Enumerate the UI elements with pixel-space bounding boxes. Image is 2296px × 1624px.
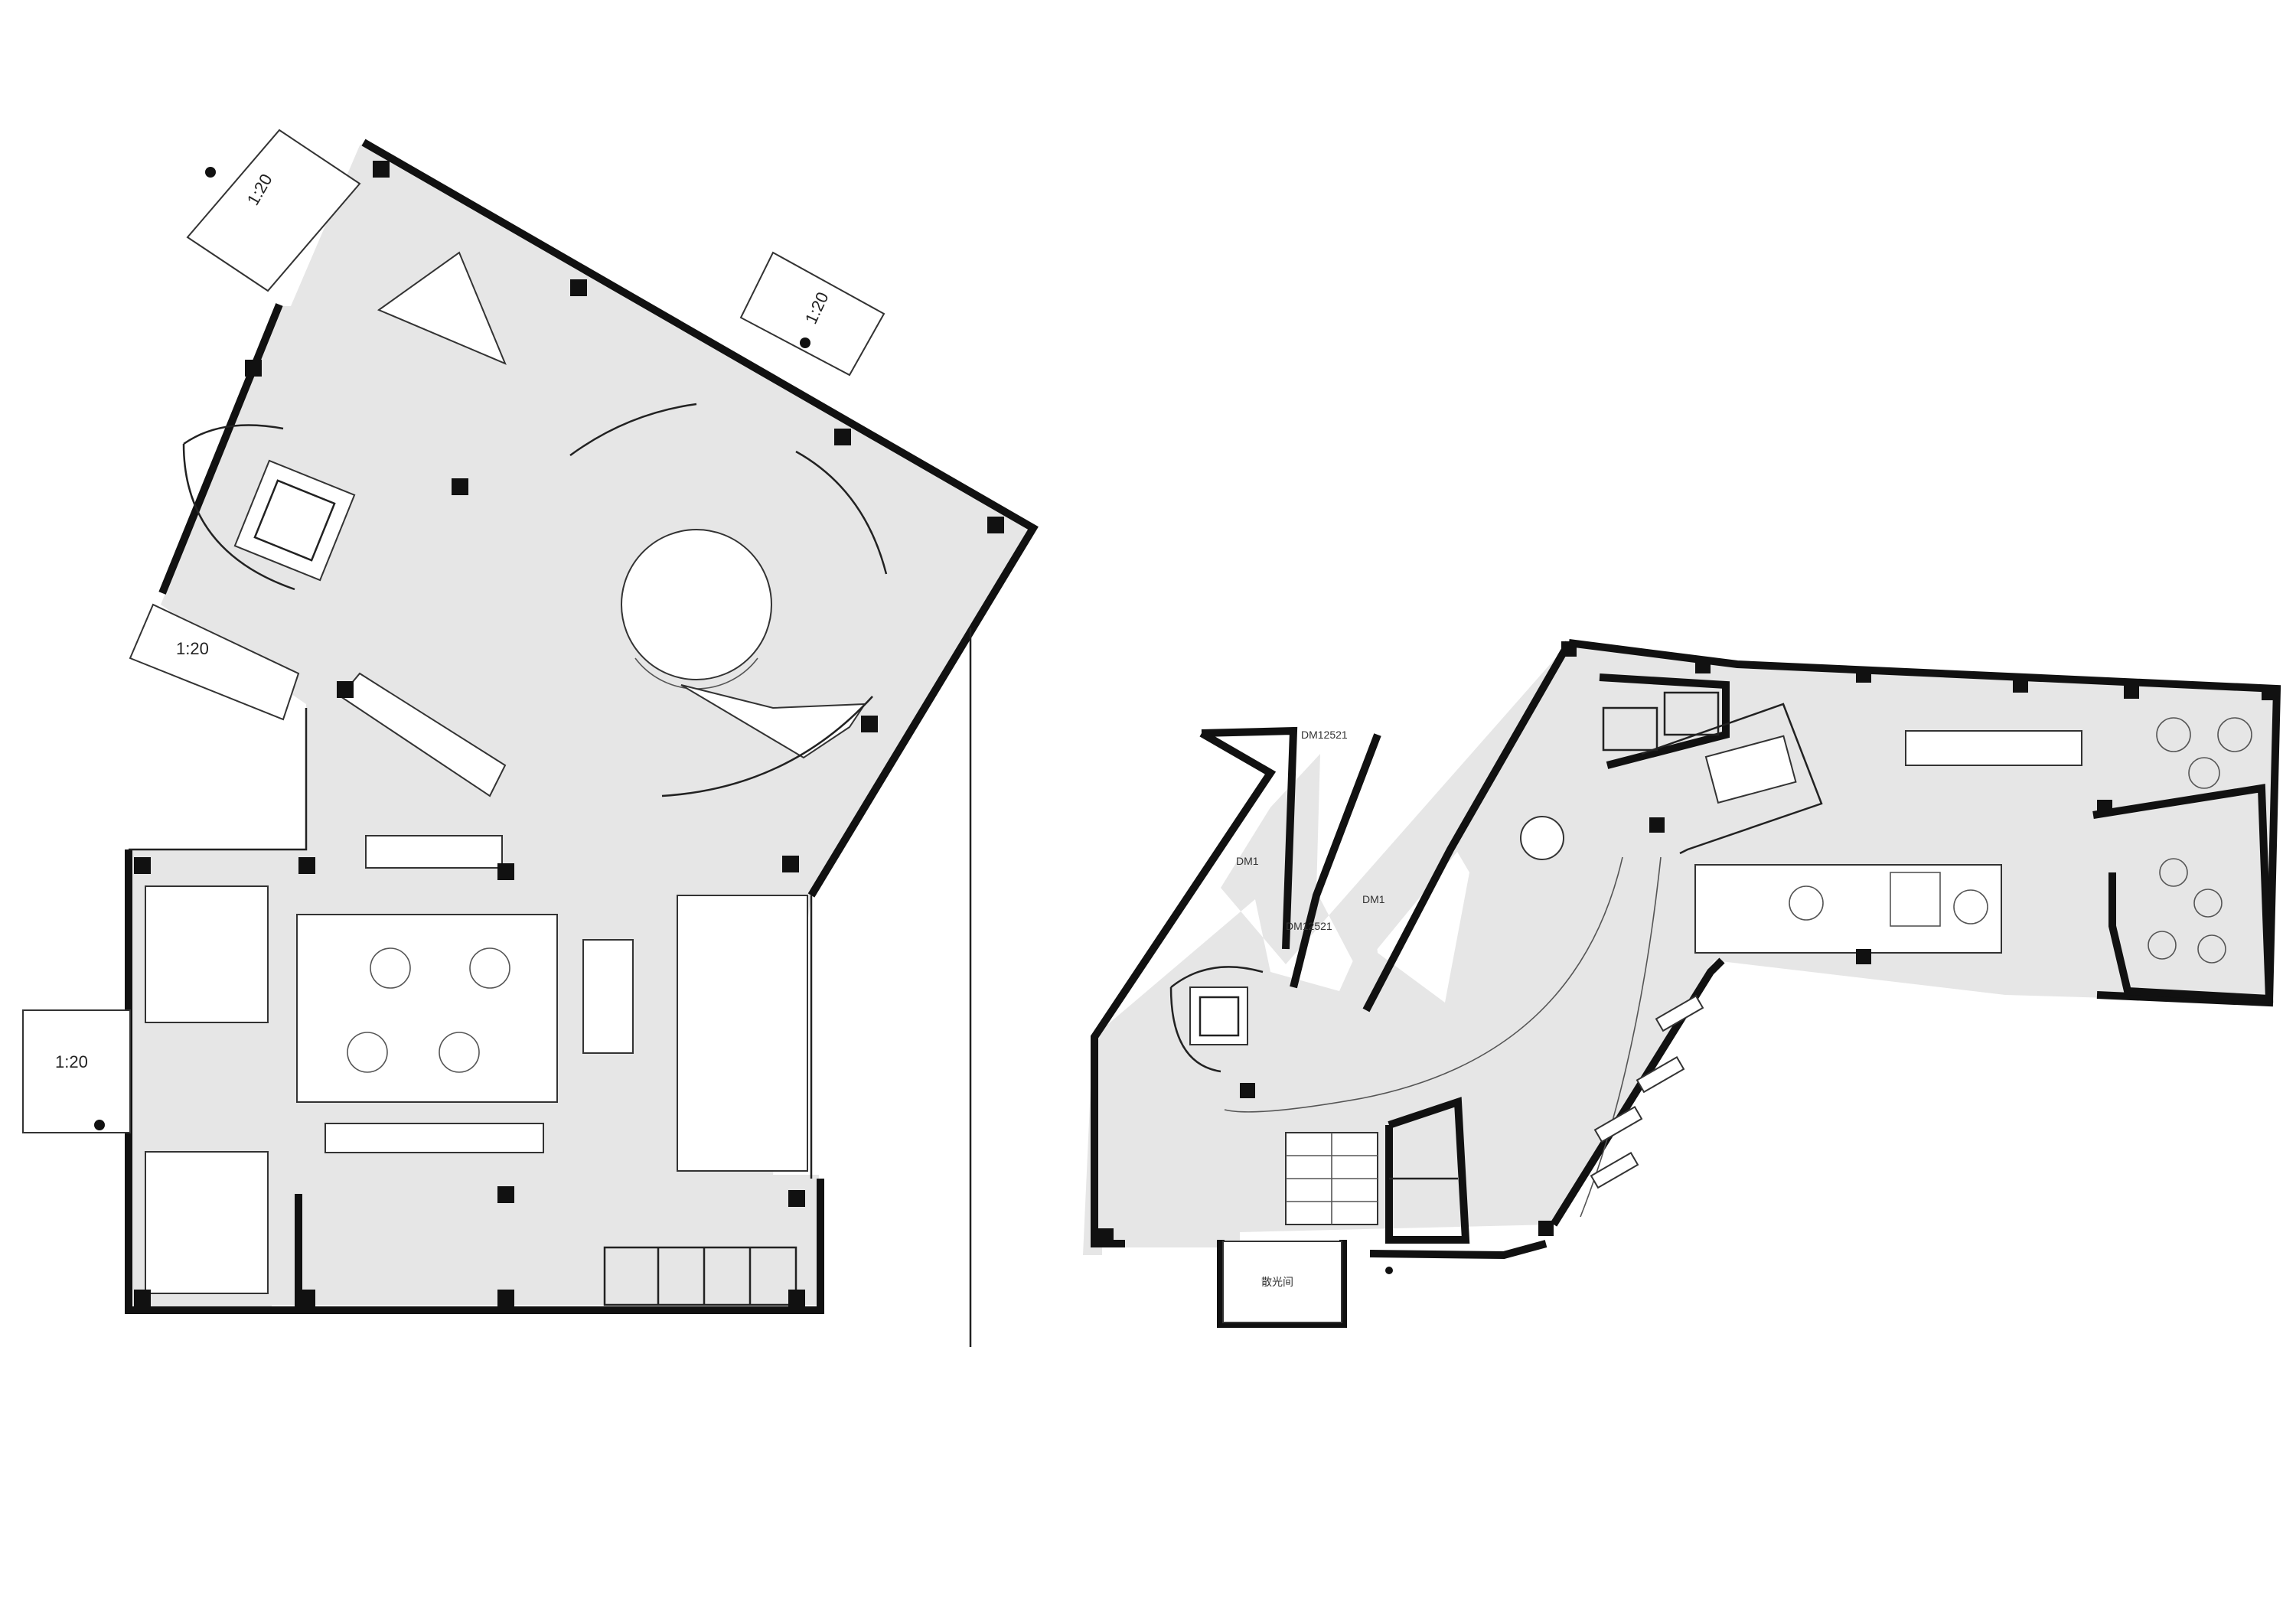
section-mark-label: 1:20 <box>176 639 209 658</box>
left-stair-wall <box>158 303 283 595</box>
right-round-void <box>1520 816 1564 860</box>
right-plant-line <box>1641 703 1823 855</box>
left-dining-tables <box>347 947 510 1073</box>
left-lounge-lower <box>145 1151 269 1294</box>
section-box-mid-left: 1:20 <box>129 603 300 721</box>
section-marker-icon <box>205 167 216 178</box>
left-upper-outer-wall <box>361 139 1039 898</box>
right-columns <box>1098 641 2277 1244</box>
north-arrow-icon <box>1385 1267 1393 1274</box>
left-light-fan <box>680 684 866 759</box>
section-box-left: 1:20 <box>22 1009 131 1133</box>
room-label: 散光间 <box>1261 1276 1293 1288</box>
room-label: DM1 <box>1236 855 1259 867</box>
section-marker-icon <box>800 338 810 348</box>
section-mark-label: 1:20 <box>55 1052 88 1071</box>
right-spiral-stair <box>1169 966 1264 1073</box>
left-dining-area <box>296 914 558 1103</box>
right-main-floor <box>1083 643 2277 1255</box>
room-label: DM1 <box>1362 893 1385 905</box>
left-upper-floor <box>130 142 1033 1309</box>
right-annex-tables <box>2148 717 2252 964</box>
section-marker-icon <box>94 1120 105 1130</box>
room-label: DM12521 <box>1286 920 1332 932</box>
left-round-void <box>621 529 772 680</box>
left-spiral-stair <box>182 424 295 591</box>
right-annex-room <box>1222 1241 1342 1323</box>
left-lounge-upper <box>145 885 269 1023</box>
section-box-top-right: 1:20 <box>739 251 885 377</box>
section-box-top-left: 1:20 <box>186 129 361 292</box>
right-loungers <box>1590 994 1704 1189</box>
room-label: DM12521 <box>1301 729 1348 741</box>
left-columns <box>134 161 1004 1306</box>
right-floor-plan: 散光间 <box>1083 639 2281 1328</box>
left-floor-plan: 1:20 1:20 1:20 1:20 <box>22 129 1039 1347</box>
left-atrium-void <box>377 251 507 365</box>
